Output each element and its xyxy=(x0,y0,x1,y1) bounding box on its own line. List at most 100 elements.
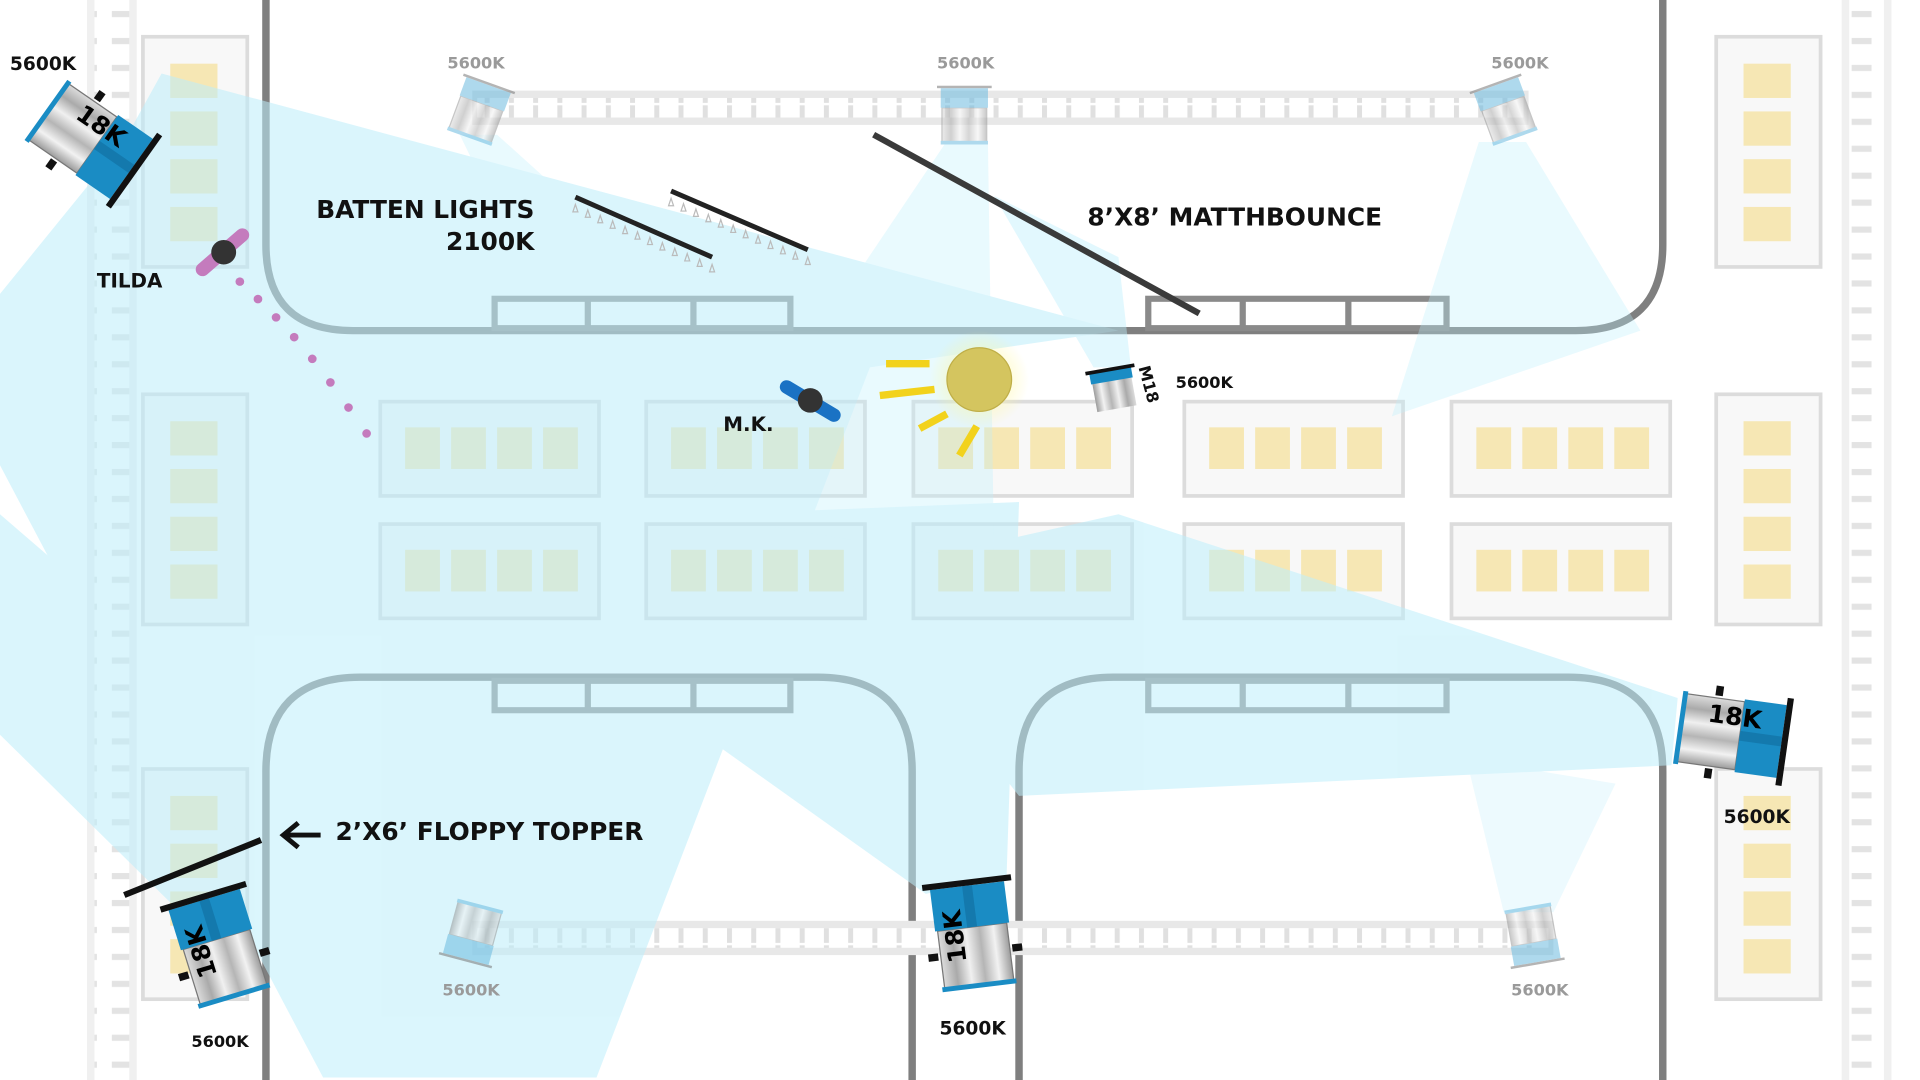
temp-18k-right: 5600K xyxy=(1724,807,1791,828)
monitor-panel xyxy=(1568,549,1604,592)
monitor-panel xyxy=(1076,427,1111,469)
monitor-panel xyxy=(1743,516,1791,552)
temp-m18: 5600K xyxy=(1176,373,1234,392)
desk xyxy=(1449,399,1673,498)
desk xyxy=(1449,522,1673,621)
batten-bulb xyxy=(791,249,799,260)
batten-light-2 xyxy=(670,188,809,253)
side-station xyxy=(1714,34,1823,269)
temp-4k-top-left: 5600K xyxy=(447,54,505,73)
tilda-path-dot xyxy=(253,294,263,304)
batten-bulb xyxy=(572,202,579,213)
tilda-path-dot xyxy=(326,378,335,387)
batten-bulb xyxy=(767,239,774,250)
beam-m18 xyxy=(994,195,1131,368)
fixture-m18[interactable] xyxy=(1085,363,1141,413)
fixture-18k-right[interactable]: 18K xyxy=(1671,680,1795,790)
batten-bulb xyxy=(596,213,604,224)
light-beams xyxy=(0,73,1678,1078)
beam-4k-top-left xyxy=(459,134,796,417)
monitor-panel xyxy=(1476,427,1512,469)
monitor-panel xyxy=(1743,159,1791,194)
monitor-panel xyxy=(1743,939,1791,974)
batten-bulb xyxy=(609,218,617,229)
desk xyxy=(911,399,1134,498)
tilda-path-dot xyxy=(362,429,371,438)
right-ladder-truss xyxy=(1841,0,1892,1080)
monitor-panel xyxy=(1568,427,1604,469)
m18-type-label: M18 xyxy=(1134,363,1162,405)
batten-bulb xyxy=(692,207,700,218)
floppy-topper xyxy=(123,837,263,898)
beam-4k-bottom-left xyxy=(466,685,696,913)
batten-bulb xyxy=(705,212,712,223)
fixture-type: 18K xyxy=(1706,699,1764,735)
batten-bulb xyxy=(754,233,762,244)
mk-marker xyxy=(779,380,841,422)
fixture-18k-bottom-center[interactable]: 18K xyxy=(918,873,1028,995)
monitor-panel xyxy=(1743,795,1791,831)
temp-18k-bottom-center: 5600K xyxy=(939,1019,1006,1040)
batten-bulb xyxy=(671,246,679,257)
monitor-panel xyxy=(1743,564,1791,599)
beam-18k-right xyxy=(845,514,1678,796)
matthbounce-label: 8’X8’ MATTHBOUNCE xyxy=(1087,202,1382,231)
monitor-panel xyxy=(1030,427,1066,469)
monitor-panel xyxy=(984,427,1020,469)
batten-bulb xyxy=(680,201,687,212)
monitor-panel xyxy=(1301,427,1336,469)
side-station xyxy=(1714,767,1823,1002)
floppy-arrow-icon xyxy=(279,820,321,850)
tilda-path-dot xyxy=(307,354,317,364)
batten-temp-label: 2100K xyxy=(446,227,535,256)
floppy-label: 2’X6’ FLOPPY TOPPER xyxy=(336,817,644,846)
monitor-panel xyxy=(1614,427,1650,469)
monitor-panel xyxy=(1347,427,1382,469)
tilda-path-dot xyxy=(235,277,245,286)
tilda-path xyxy=(235,277,371,438)
fixture-4k-bottom-right[interactable] xyxy=(1499,901,1566,970)
batten-bulb xyxy=(717,217,725,228)
batten-bulb xyxy=(708,262,716,273)
batten-bulb xyxy=(804,255,812,266)
monitor-panel xyxy=(1522,549,1558,592)
batten-bulb xyxy=(667,196,675,207)
beam-4k-top-right xyxy=(1391,142,1641,417)
monitor-panel xyxy=(1743,63,1791,98)
monitor-panel xyxy=(1522,427,1558,469)
beam-18k-top-left-core xyxy=(111,97,373,515)
monitor-panel xyxy=(1743,891,1791,926)
desk xyxy=(1182,399,1405,498)
monitor-panel xyxy=(1209,427,1244,469)
fixture-4k-top-right[interactable] xyxy=(1468,72,1542,148)
beam-18k-bottom-left xyxy=(0,514,249,907)
batten-bulb xyxy=(584,208,592,218)
batten-label: BATTEN LIGHTS xyxy=(316,195,534,224)
tilda-path-dot xyxy=(271,313,281,322)
temp-4k-top-right: 5600K xyxy=(1491,54,1549,73)
temp-4k-bottom-left: 5600K xyxy=(442,981,500,1000)
monitor-panel xyxy=(1743,843,1791,878)
monitor-panel xyxy=(1743,111,1791,146)
fixture-4k-top-left[interactable] xyxy=(442,72,516,148)
batten-bulb xyxy=(634,229,641,240)
monitor-panel xyxy=(1476,549,1512,592)
temp-18k-top-left: 5600K xyxy=(10,54,77,75)
batten-bulb xyxy=(779,244,787,255)
top-ladder-truss xyxy=(472,90,1529,125)
side-station xyxy=(1714,392,1823,627)
fixture-4k-top-center[interactable] xyxy=(936,85,993,146)
monitor-panel xyxy=(1347,549,1382,592)
batten-lights xyxy=(572,188,812,273)
monitor-panel xyxy=(1255,427,1290,469)
batten-bulb xyxy=(621,224,629,235)
beam-4k-top-center xyxy=(695,144,995,564)
tilda-path-dot xyxy=(344,403,353,412)
tilda-path-dot xyxy=(289,332,299,342)
fixture-type: 18K xyxy=(937,908,973,965)
beam-4k-bottom-right xyxy=(1466,759,1616,913)
batten-bulb xyxy=(696,257,703,267)
monitor-panel xyxy=(1743,468,1791,504)
monitor-panel xyxy=(1614,549,1650,592)
monitor-panel xyxy=(1743,206,1791,242)
